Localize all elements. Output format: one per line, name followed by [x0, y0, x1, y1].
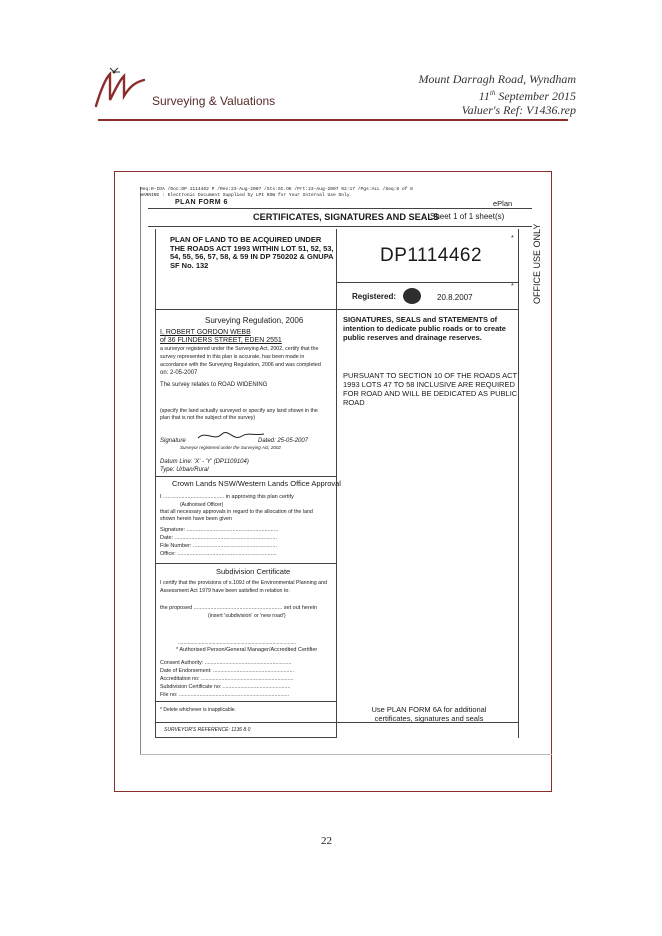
- crown-signature: Signature: .............................…: [160, 527, 279, 533]
- cert-line: survey represented in this plan is accur…: [160, 354, 305, 360]
- left-column: [155, 229, 337, 738]
- divider: [337, 282, 519, 283]
- surveyors-reference: SURVEYOR'S REFERENCE: 1136 8.0: [164, 727, 251, 733]
- asterisk: *: [511, 283, 514, 290]
- crown-line: (Authorised Officer): [180, 502, 224, 508]
- divider: [155, 476, 337, 477]
- insert-note: (insert 'subdivision' or 'new road'): [208, 613, 286, 619]
- registration-seal: [403, 288, 421, 304]
- letter-date: 11th September 2015: [478, 89, 576, 103]
- page-number: 22: [321, 835, 332, 847]
- plan-form-label: PLAN FORM 6: [175, 199, 228, 206]
- brand-name: Surveying & Valuations: [152, 94, 276, 108]
- surveyor-name: I, ROBERT GORDON WEBB: [160, 329, 251, 336]
- surveyor-reg-note: Surveyor registered under the Surveying …: [180, 445, 281, 450]
- datum-line: Datum Line: 'X' - 'Y' (DP1109104): [160, 459, 249, 465]
- crown-file-number: File Number: ...........................…: [160, 543, 278, 549]
- specify-note: (specify the land actually surveyed or s…: [160, 408, 318, 414]
- dotted-line: ........................................…: [178, 640, 297, 646]
- surveying-regulation-heading: Surveying Regulation, 2006: [205, 316, 304, 325]
- cert-line: accordance with the Surveying Regulation…: [160, 362, 321, 368]
- crown-date: Date: ..................................…: [160, 535, 278, 541]
- company-logo: [94, 67, 146, 108]
- crown-line: that all necessary approvals in regard t…: [160, 509, 313, 515]
- crown-line: I ......................................…: [160, 494, 294, 500]
- crown-lands-heading: Crown Lands NSW/Western Lands Office App…: [172, 479, 341, 488]
- consent-authority: Consent Authority: .....................…: [160, 660, 292, 666]
- eplan-label: ePlan: [493, 199, 513, 208]
- scan-edge: [140, 187, 552, 755]
- asterisk: *: [511, 235, 514, 242]
- header-info: Mount Darragh Road, Wyndham 11th Septemb…: [418, 72, 576, 117]
- signature-label: Signature: [160, 438, 186, 444]
- divider: [155, 309, 519, 310]
- registered-label: Registered:: [352, 292, 397, 301]
- subdiv-line: Assessment Act 1979 have been satisfied …: [160, 588, 290, 594]
- document-frame: [114, 171, 552, 792]
- header-rule: [98, 119, 568, 121]
- accreditation-no: Accreditation no: ......................…: [160, 676, 294, 682]
- specify-note: plan that is not the subject of the surv…: [160, 415, 256, 421]
- delete-note: * Delete whichever is inapplicable.: [160, 707, 236, 713]
- plan-title: PLAN OF LAND TO BE ACQUIRED UNDER THE RO…: [170, 235, 334, 270]
- type-line: Type: Urban/Rural: [160, 467, 209, 473]
- divider: [155, 701, 337, 702]
- signatures-heading: SIGNATURES, SEALS and STATEMENTS of inte…: [343, 315, 506, 342]
- surveyor-signature: [197, 432, 265, 439]
- sheet-count: Sheet 1 of 1 sheet(s): [430, 212, 505, 221]
- proposed-line: the proposed ...........................…: [160, 605, 318, 611]
- title-bar: [148, 208, 532, 227]
- divider: [155, 722, 519, 723]
- address: Mount Darragh Road, Wyndham: [418, 72, 576, 86]
- cert-line: a surveyor registered under the Surveyin…: [160, 346, 319, 352]
- crown-line: shown herein have been given: [160, 516, 232, 522]
- roads-act-statement: PURSUANT TO SECTION 10 OF THE ROADS ACT …: [343, 371, 518, 407]
- plan-form-6a-note: Use PLAN FORM 6A for additional certific…: [371, 705, 487, 724]
- form-title: CERTIFICATES, SIGNATURES AND SEALS: [253, 212, 440, 222]
- valuer-ref: Valuer's Ref: V1436.rep: [461, 103, 576, 117]
- right-column: [337, 229, 519, 738]
- authorised-person: * Authorised Person/General Manager/Accr…: [176, 647, 318, 653]
- completed-on: on: 2-05-2007: [160, 370, 198, 376]
- subdivision-heading: Subdivision Certificate: [216, 567, 291, 576]
- fax-header: Req:R-IDA /Doc:DP 1114462 P /Rev:23-Aug-…: [140, 187, 413, 198]
- divider: [155, 563, 337, 564]
- date-of-endorsement: Date of Endorsement: ...................…: [160, 668, 294, 674]
- dp-number: DP1114462: [380, 245, 483, 266]
- subdivision-cert-no: Subdivision Certificate no: ............…: [160, 684, 291, 690]
- dated: Dated: 25-05-2007: [258, 438, 309, 444]
- registered-date: 20.8.2007: [437, 293, 473, 302]
- file-no: File no: ...............................…: [160, 692, 290, 698]
- survey-relates: The survey relates to ROAD WIDENING: [160, 382, 268, 388]
- surveyor-address: of 36 FLINDERS STREET, EDEN 2551: [160, 337, 282, 344]
- subdiv-line: I certify that the provisions of s.109J …: [160, 580, 327, 586]
- crown-office: Office: ................................…: [160, 551, 277, 557]
